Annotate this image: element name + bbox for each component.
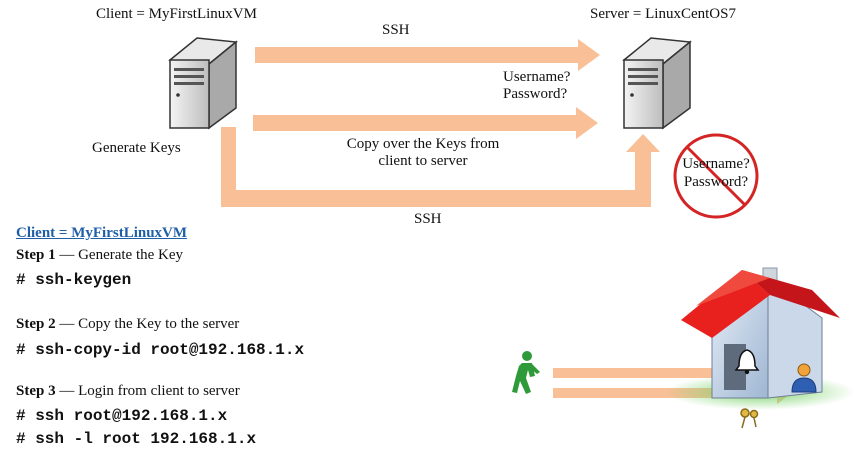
ssh-top-label: SSH — [382, 22, 410, 38]
step-3-label: Step 3 — [16, 383, 56, 399]
bell-icon — [734, 349, 760, 375]
credentials-question: Username? Password? — [503, 69, 570, 103]
step-1-text: Generate the Key — [78, 247, 184, 263]
crossed-username: Username? — [682, 156, 750, 172]
step-3-text: Login from client to server — [78, 383, 240, 399]
step-1-title: Step 1 — Generate the Key — [16, 247, 183, 264]
step-3-title: Step 3 — Login from client to server — [16, 383, 240, 400]
step-2-title: Step 2 — Copy the Key to the server — [16, 316, 239, 333]
step-3-command-2: # ssh -l root 192.168.1.x — [16, 430, 257, 448]
copy-keys-line-2: client to server — [378, 153, 468, 169]
copy-keys-arrow — [253, 107, 598, 139]
house-icon — [665, 267, 855, 410]
server-title: Server = LinuxCentOS7 — [590, 6, 736, 22]
ssh-bottom-label: SSH — [414, 211, 442, 227]
client-title: Client = MyFirstLinuxVM — [96, 6, 257, 22]
step-1-label: Step 1 — [16, 247, 56, 263]
copy-keys-label: Copy over the Keys from client to server — [318, 136, 528, 170]
client-server-icon — [168, 37, 238, 130]
step-1-dash: — — [55, 247, 79, 263]
username-prompt: Username? — [503, 69, 571, 85]
step-2-command: # ssh-copy-id root@192.168.1.x — [16, 341, 305, 359]
crossed-password: Password? — [683, 174, 749, 190]
ssh-arrow-top — [255, 39, 600, 71]
copy-keys-line-1: Copy over the Keys from — [346, 136, 500, 152]
generate-keys-label: Generate Keys — [92, 140, 181, 156]
instructions-heading: Client = MyFirstLinuxVM — [16, 225, 188, 241]
step-2-text: Copy the Key to the server — [78, 316, 240, 332]
step-1-command: # ssh-keygen — [16, 271, 132, 289]
prohibition-icon — [673, 133, 759, 219]
server-icon — [622, 37, 692, 130]
crossed-out-credentials: Username? Password? — [676, 155, 756, 191]
step-3-dash: — — [55, 383, 79, 399]
step-2-label: Step 2 — [16, 316, 56, 332]
step-2-dash: — — [55, 316, 79, 332]
walking-person-icon — [512, 351, 540, 394]
keys-icon — [740, 408, 759, 429]
password-prompt: Password? — [503, 86, 568, 102]
ssh-arrow-bottom — [221, 127, 660, 207]
user-avatar-icon — [791, 363, 817, 393]
step-3-command-1: # ssh root@192.168.1.x — [16, 407, 228, 425]
